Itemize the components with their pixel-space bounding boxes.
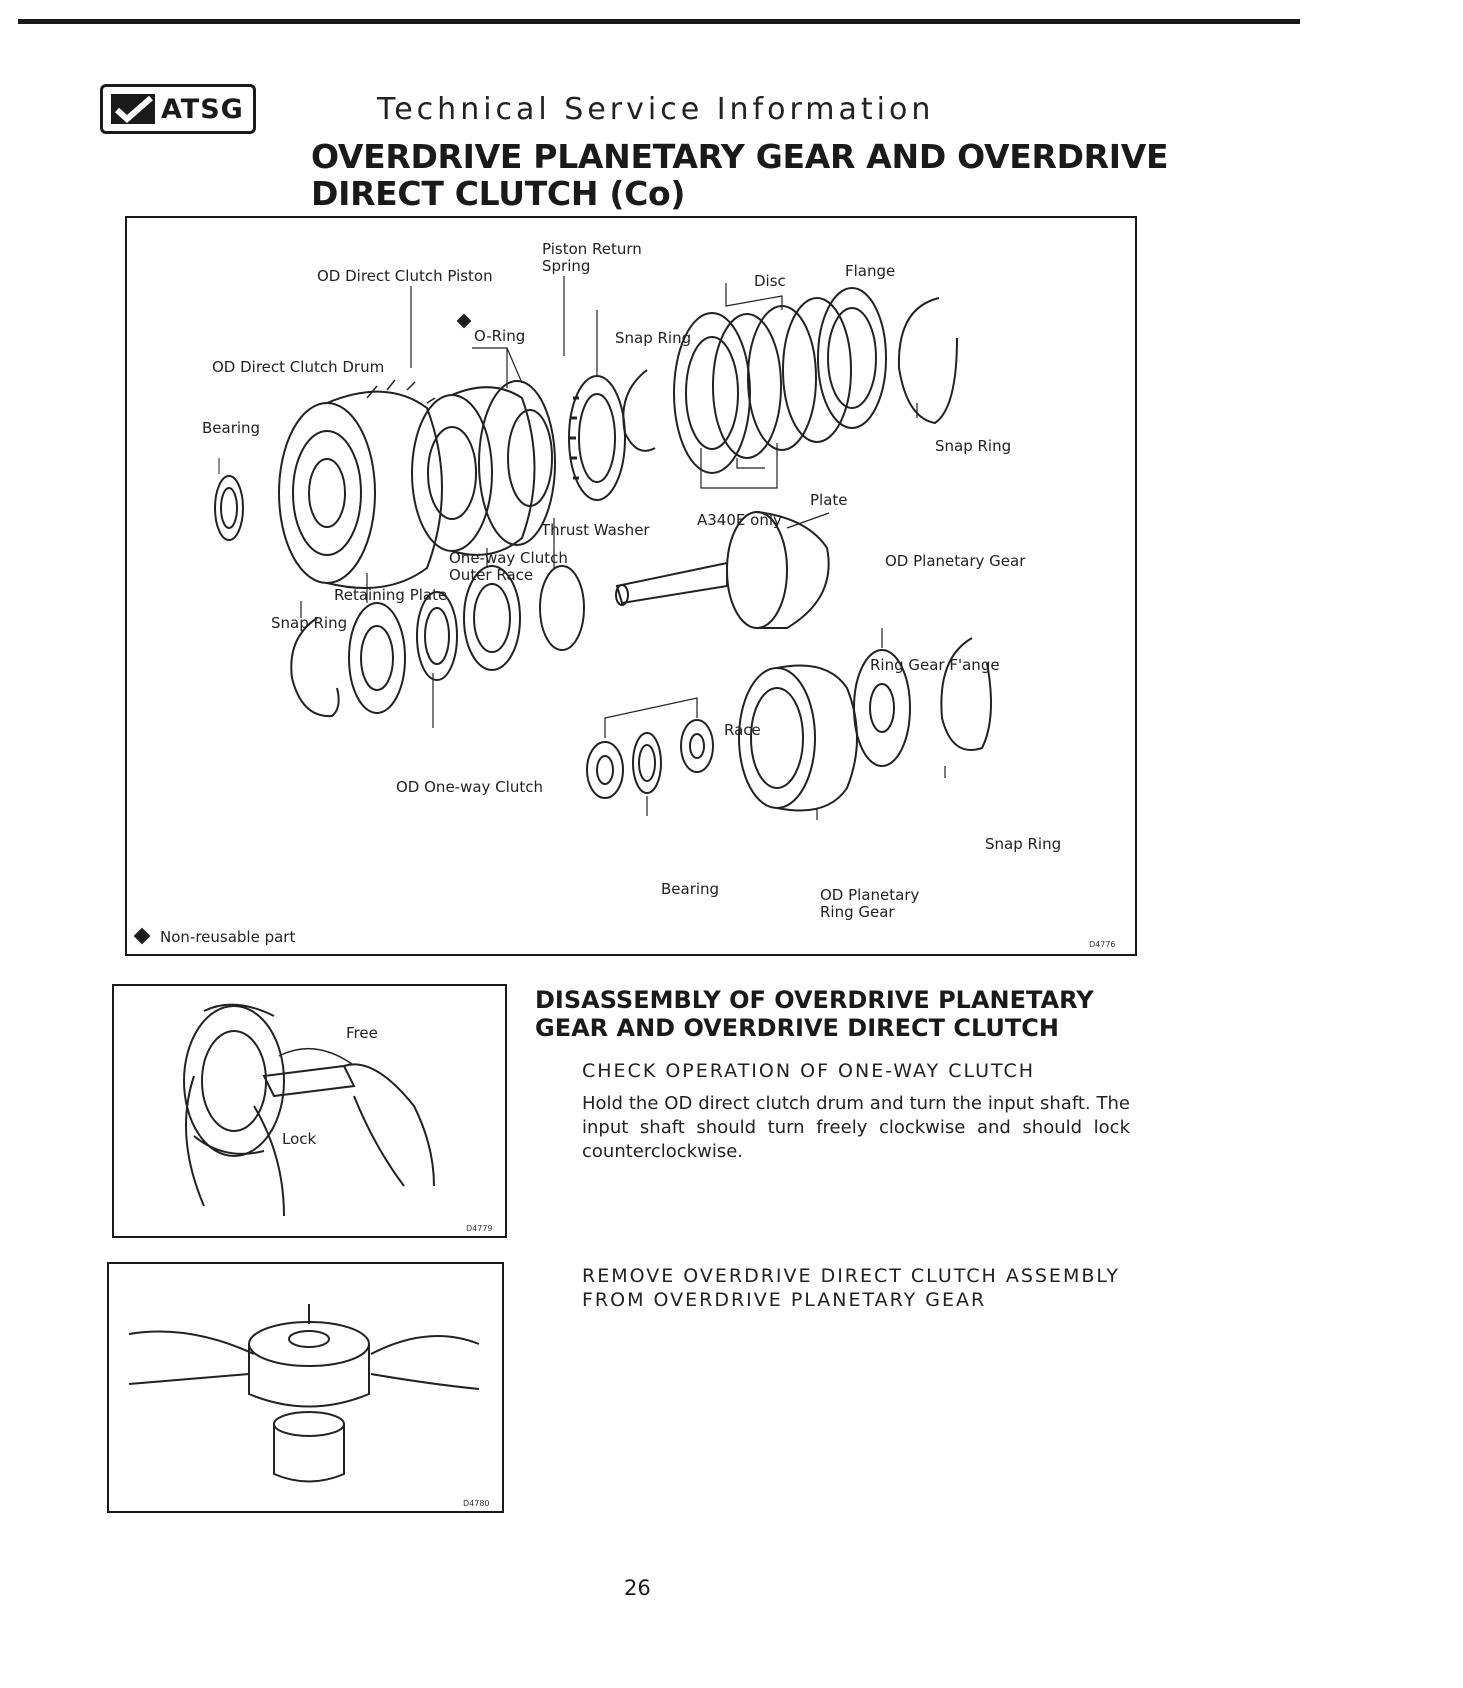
label-od-planetary-ring-gear-2: Ring Gear — [820, 903, 895, 921]
label-thrust-washer: Thrust Washer — [541, 521, 650, 539]
figure-code: D4776 — [1089, 940, 1116, 949]
label-plate: Plate — [810, 491, 848, 509]
outer-race-part — [463, 565, 521, 671]
label-snap-ring-right: Snap Ring — [935, 437, 1012, 455]
label-outer-race-1: One-way Clutch — [449, 549, 568, 567]
snap-ring-large — [897, 297, 958, 425]
logo-text: ATSG — [161, 93, 244, 125]
label-a340e-only: A340E only — [697, 511, 782, 529]
one-way-clutch-part — [416, 591, 458, 681]
label-snap-ring-left: Snap Ring — [271, 614, 348, 632]
label-ring-gear-flange: Ring Gear F'ange — [870, 656, 1000, 674]
race-right-part — [680, 719, 714, 773]
hands-lift-illustration — [128, 1304, 480, 1483]
thrust-washer-part — [539, 565, 585, 651]
race-left-part — [586, 741, 624, 799]
label-bearing-left: Bearing — [202, 419, 261, 437]
title-line-2: DIRECT CLUTCH (Co) — [311, 174, 686, 213]
label-od-direct-clutch-drum: OD Direct Clutch Drum — [212, 358, 385, 376]
label-retaining-plate: Retaining Plate — [334, 586, 448, 604]
page-number: 26 — [624, 1576, 651, 1600]
label-od-one-way-clutch: OD One-way Clutch — [396, 778, 543, 796]
figure-code: D4779 — [466, 1224, 493, 1233]
clutch-piston-part — [411, 386, 536, 556]
top-rule — [18, 19, 1300, 24]
step1-title: CHECK OPERATION OF ONE-WAY CLUTCH — [582, 1060, 1036, 1082]
figure-code: D4780 — [463, 1499, 490, 1508]
ring-gear-part — [738, 664, 858, 812]
label-piston-return-2: Spring — [542, 257, 591, 275]
label-piston-return-1: Piston Return — [542, 240, 642, 258]
label-o-ring: O-Ring — [474, 327, 526, 345]
section-heading-line-2: GEAR AND OVERDRIVE DIRECT CLUTCH — [535, 1014, 1059, 1042]
checkmark-icon — [111, 94, 155, 124]
label-snap-ring-bottom: Snap Ring — [985, 835, 1062, 853]
step2-title-line-1: REMOVE OVERDRIVE DIRECT CLUTCH ASSEMBLY — [582, 1265, 1121, 1287]
title-line-1: OVERDRIVE PLANETARY GEAR AND OVERDRIVE — [311, 137, 1169, 176]
photo-check-one-way-clutch: Free Lock D4779 — [112, 984, 507, 1238]
exploded-view-drawing — [133, 276, 992, 945]
o-ring-outer — [478, 380, 556, 546]
atsg-logo: ATSG — [100, 84, 256, 134]
o-ring-inner — [507, 409, 553, 507]
snap-ring-small — [622, 369, 656, 452]
clutch-drum-part — [278, 379, 443, 589]
snap-ring-lower — [290, 617, 340, 718]
diamond-icon — [456, 313, 472, 329]
step2-title: REMOVE OVERDRIVE DIRECT CLUTCH ASSEMBLY … — [582, 1264, 1120, 1312]
label-race: Race — [724, 721, 761, 739]
label-outer-race-2: Outer Race — [449, 566, 534, 584]
label-od-planetary-ring-gear-1: OD Planetary — [820, 886, 920, 904]
label-flange: Flange — [845, 262, 896, 280]
return-spring-part — [568, 375, 626, 501]
non-reusable-note: Non-reusable part — [160, 928, 296, 946]
label-snap-ring-top: Snap Ring — [615, 329, 692, 347]
label-od-direct-clutch-piston: OD Direct Clutch Piston — [317, 267, 493, 285]
snap-ring-ring-gear — [940, 637, 992, 751]
bearing-bottom-part — [632, 732, 662, 794]
label-bearing-bottom: Bearing — [661, 880, 720, 898]
hands-drum-illustration — [183, 1003, 435, 1217]
free-label: Free — [346, 1024, 378, 1042]
section-heading: DISASSEMBLY OF OVERDRIVE PLANETARY GEAR … — [535, 986, 1155, 1042]
label-od-planetary-gear: OD Planetary Gear — [885, 552, 1026, 570]
clutch-pack-part — [673, 287, 887, 474]
section-heading-line-1: DISASSEMBLY OF OVERDRIVE PLANETARY — [535, 986, 1094, 1014]
page-subtitle: Technical Service Information — [377, 92, 935, 127]
step1-body: Hold the OD direct clutch drum and turn … — [582, 1093, 1130, 1162]
planetary-gear-part — [615, 511, 830, 629]
photo-remove-clutch-assembly: D4780 — [107, 1262, 504, 1513]
exploded-diagram: Piston Return Spring OD Direct Clutch Pi… — [125, 216, 1137, 956]
ring-gear-flange-part — [853, 649, 911, 767]
label-disc: Disc — [754, 272, 786, 290]
lock-label: Lock — [282, 1130, 317, 1148]
bearing-left-part — [214, 458, 244, 541]
retaining-plate-part — [348, 602, 406, 714]
page-title: OVERDRIVE PLANETARY GEAR AND OVERDRIVE D… — [311, 138, 1171, 212]
diamond-icon — [133, 927, 151, 945]
step2-title-line-2: FROM OVERDRIVE PLANETARY GEAR — [582, 1289, 987, 1311]
